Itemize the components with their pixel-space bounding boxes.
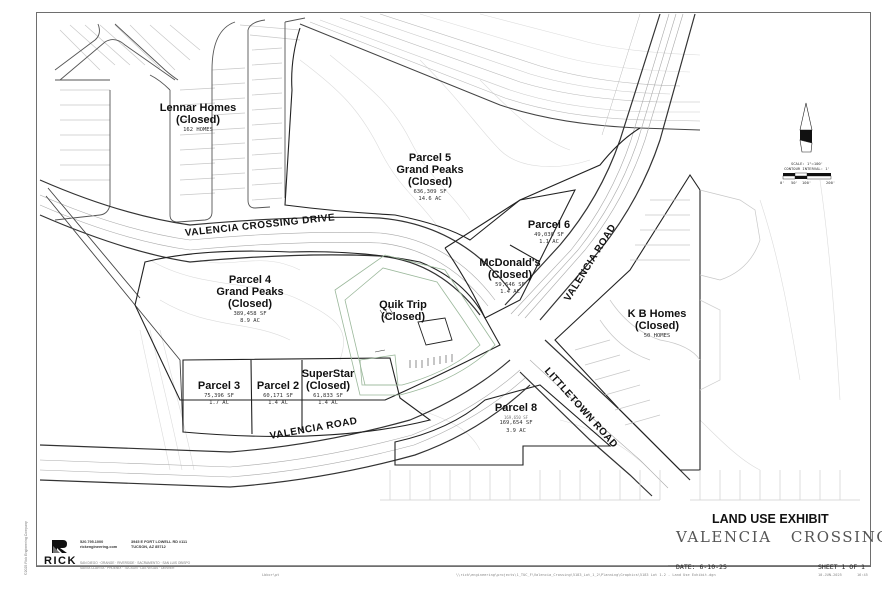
parcel-label-parcel6: Parcel 6 49,030 SF 1.1 AC (519, 219, 579, 247)
scale-label: SCALE: 1"=100' (790, 161, 823, 166)
parcel-name: SuperStar (301, 368, 355, 380)
parcel-name: K B Homes (627, 308, 687, 320)
parcel-area-sf-old: 169,650 SF (503, 414, 529, 420)
quiktrip-building (417, 317, 453, 346)
parcel-name: Parcel 2 (256, 380, 300, 392)
sheet-number: SHEET 1 OF 1 (818, 563, 865, 571)
parcel-area-ac: 1.4 AC (500, 289, 520, 296)
kb-lot-lines (574, 189, 761, 426)
address-line-2: TUCSON, AZ 85712 (131, 545, 166, 550)
littletown-road (519, 339, 691, 497)
parcel-area-sf: 389,458 SF (233, 310, 267, 317)
footer-file-path: \\rick\engineering\projects\1_TUC_F\Vale… (456, 573, 716, 577)
parcel-name: Parcel 4 (228, 274, 272, 286)
valencia-road-ew (39, 359, 531, 488)
south-lot-lines (380, 299, 860, 501)
company-address: 3945 E FORT LOWELL RD #111 TUCSON, AZ 85… (131, 540, 187, 551)
rick-logo-icon (52, 540, 67, 553)
parcel-name: Parcel 8 (494, 402, 538, 414)
parcel-name: Quik Trip (379, 299, 427, 311)
parcel-area-ac: 1.1 AC (539, 239, 559, 246)
parcel-label-parcel3: Parcel 3 75,396 SF 1.7 AC (190, 380, 248, 408)
scale-tick-50: 50' (791, 180, 798, 185)
copyright-notice: ©2025 Rick Engineering Company (24, 521, 28, 575)
parcel-detail: 50 HOMES (643, 332, 671, 339)
parcel-name: Parcel 3 (197, 380, 241, 392)
contour-interval-label: CONTOUR INTERVAL: 1' (784, 165, 830, 171)
parcel-boundaries (134, 27, 701, 471)
valencia-crossing-drive (39, 179, 511, 316)
parcel-area-sf: 75,396 SF (204, 392, 234, 399)
parcel-area-sf: 61,833 SF (313, 392, 343, 399)
company-phone: 520.795.1000 (80, 540, 104, 544)
parcel-name: McDonald's (479, 257, 541, 269)
parcel-area-sf: 59,646 SF (495, 281, 525, 288)
parcel-detail: 162 HOMES (183, 126, 213, 133)
parcel-name: Parcel 6 (527, 219, 571, 231)
freeway-corridor (299, 13, 701, 131)
company-logo-text: RICK (44, 555, 77, 567)
parcel-label-parcel4: Parcel 4 Grand Peaks (Closed) 389,458 SF… (210, 274, 290, 325)
parcel-status: (Closed) (176, 113, 220, 126)
valencia-road-ns (504, 13, 696, 321)
scale-tick-0: 0' (780, 180, 785, 185)
lennar-lot-lines (59, 24, 301, 201)
parcel-area-ac: 1.4 AC (318, 400, 338, 407)
parcel-area-ac: 3.9 AC (506, 427, 526, 434)
west-boundary (45, 187, 184, 431)
parcel-area-ac: 8.9 AC (240, 318, 260, 325)
parcel-name: Parcel 5 (408, 152, 452, 164)
lennar-streets (54, 17, 306, 223)
exhibit-title: LAND USE EXHIBIT (712, 512, 829, 526)
footer-code: 16:45 (857, 573, 868, 577)
parcel-status: (Closed) (228, 297, 272, 310)
company-offices: SAN DIEGO · ORANGE · RIVERSIDE · SACRAME… (80, 561, 190, 571)
address-line-1: 3945 E FORT LOWELL RD #111 (131, 540, 188, 544)
parcel-status: (Closed) (488, 268, 532, 281)
parcel-status: (Closed) (635, 319, 679, 332)
parcel-area-sf: 60,171 SF (263, 392, 293, 399)
parcel-area-sf: 49,030 SF (534, 231, 564, 238)
footer-left-code: Lbbcr\pt (262, 573, 280, 577)
parcel-area-sf: 169,654 SF (499, 420, 533, 427)
parcel-area-ac: 1.4 AC (268, 400, 288, 407)
company-website: rickengineering.com (80, 545, 118, 550)
exhibit-date: DATE: 6-10-25 (676, 563, 727, 571)
parcel-label-lennar: Lennar Homes (Closed) 162 HOMES (148, 102, 248, 134)
parcel-status: (Closed) (381, 310, 425, 323)
parcel-status: (Closed) (408, 175, 452, 188)
parcel-label-parcel5: Parcel 5 Grand Peaks (Closed) 636,309 SF… (385, 152, 475, 203)
quiktrip-site (334, 254, 496, 396)
parcel-label-parcel8: Parcel 8 169,650 SF 169,654 SF 3.9 AC (487, 402, 545, 435)
project-name: VALENCIA CROSSING (676, 528, 882, 546)
scale-tick-200: 200' (826, 180, 836, 185)
offices-line-2: SANTA CLARITA · PHOENIX · TUCSON · LAS V… (80, 565, 175, 570)
footer-date: 10-JUN-2025 (818, 573, 842, 577)
parcel-area-ac: 1.7 AC (209, 400, 229, 407)
parcel-label-parcel2: Parcel 2 60,171 SF 1.4 AC (251, 380, 305, 408)
parcel-name: Lennar Homes (159, 102, 237, 114)
parcel-area-sf: 636,309 SF (413, 188, 447, 195)
parcel-status: (Closed) (306, 379, 350, 392)
sheet-border (36, 12, 871, 567)
scale-labels: SCALE: 1"=100' CONTOUR INTERVAL: 1' (778, 161, 836, 172)
parcel-label-superstar: SuperStar (Closed) 61,833 SF 1.4 AC (300, 368, 356, 408)
quiktrip-parking (374, 305, 453, 368)
parcel-area-ac: 14.6 AC (418, 196, 442, 203)
north-arrow-icon (799, 102, 813, 153)
parcel-label-mcdonalds: McDonald's (Closed) 59,646 SF 1.4 AC (470, 257, 550, 297)
scale-bar (782, 172, 832, 180)
company-contact: 520.795.1000 rickengineering.com (80, 540, 117, 551)
parcel-label-quiktrip: Quik Trip (Closed) (373, 299, 433, 324)
parcel-label-kbhomes: K B Homes (Closed) 50 HOMES (617, 308, 697, 340)
scale-tick-100: 100' (802, 180, 812, 185)
parcel-owner: Grand Peaks (216, 285, 284, 298)
parcel-owner: Grand Peaks (396, 163, 464, 176)
offices-line-1: SAN DIEGO · ORANGE · RIVERSIDE · SACRAME… (80, 561, 191, 565)
